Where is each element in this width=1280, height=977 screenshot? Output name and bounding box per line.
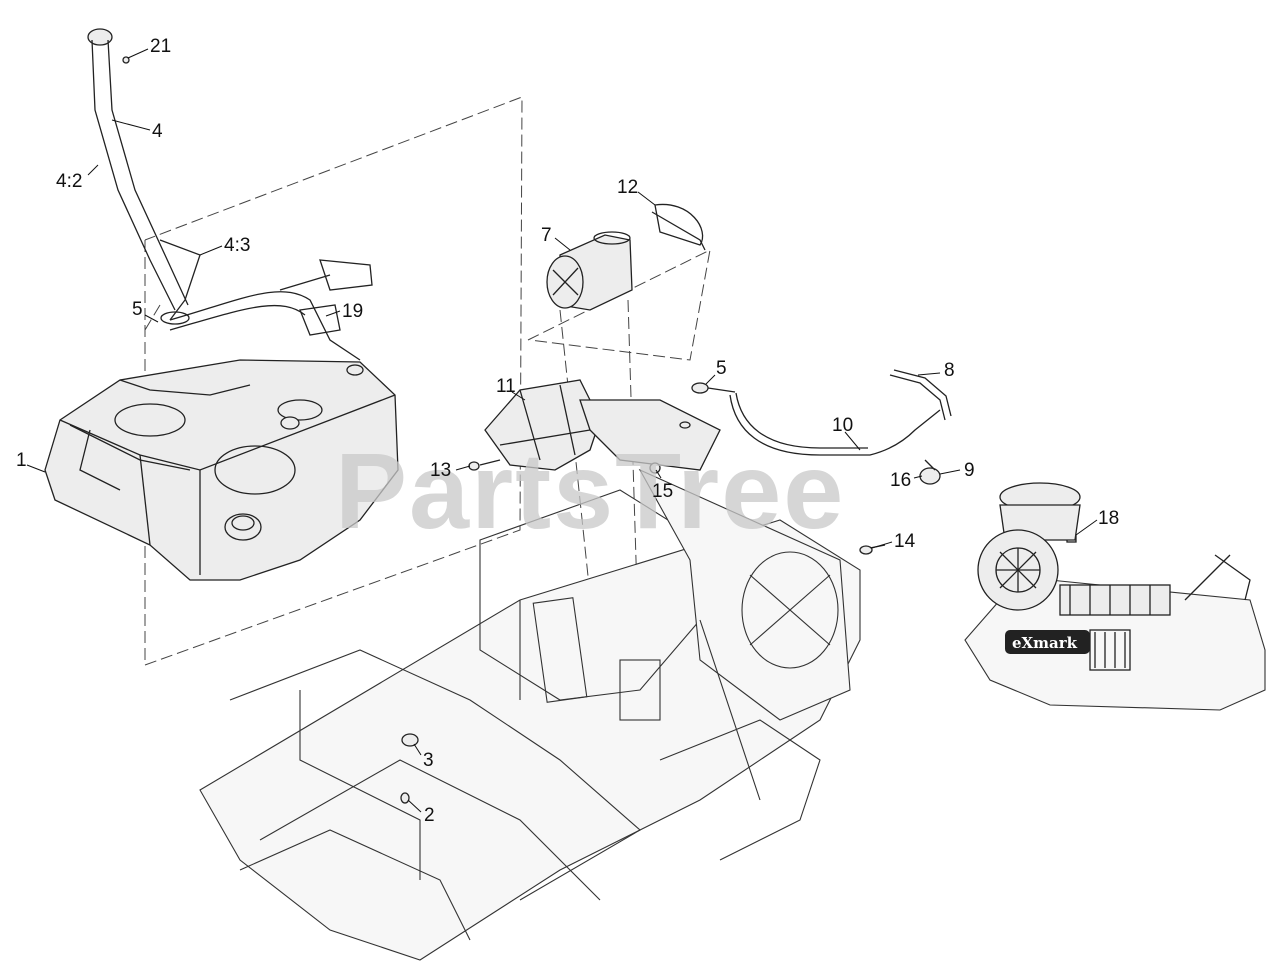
callout-2: 2 [424,805,435,826]
vent-hose [729,369,952,456]
callout-21: 21 [150,36,171,57]
canister-strap [651,203,706,251]
callout-3: 3 [423,750,434,771]
callout-5-tank: 5 [132,299,143,320]
fuel-line-bracket [169,259,373,361]
engine-inset [964,482,1266,711]
callout-10: 10 [832,415,853,436]
callout-4-3: 4:3 [224,235,250,256]
callout-12: 12 [617,177,638,198]
hose-clamp-upper [691,382,736,394]
callout-14: 14 [894,531,916,552]
watermark: PartsTree [335,430,845,551]
callout-9: 9 [964,460,975,481]
carbon-canister [546,231,633,311]
callout-18: 18 [1098,508,1119,529]
callout-1: 1 [16,450,27,471]
mower-frame [199,468,861,961]
fuel-tank [44,359,399,581]
callout-15: 15 [652,481,673,502]
callout-5-hose: 5 [716,358,727,379]
frame-plate [579,399,721,474]
hose-fitting [919,459,941,485]
callout-19: 19 [342,301,363,322]
leader-lines [26,48,1098,813]
callout-4: 4 [152,121,163,142]
exmark-logo-text: eXmark [1012,634,1078,652]
fuel-fill-tube [87,28,201,325]
callout-13: 13 [430,460,451,481]
callout-11: 11 [496,376,516,397]
canister-bracket [484,379,601,471]
callout-labels: 21 4 4:2 4:3 5 19 1 12 7 5 8 11 10 13 15… [16,36,1119,826]
callout-4-2: 4:2 [56,171,82,192]
callout-8: 8 [944,360,955,381]
callout-7: 7 [541,225,552,246]
callout-16: 16 [890,470,911,491]
exmark-logo: eXmark [1005,630,1090,654]
